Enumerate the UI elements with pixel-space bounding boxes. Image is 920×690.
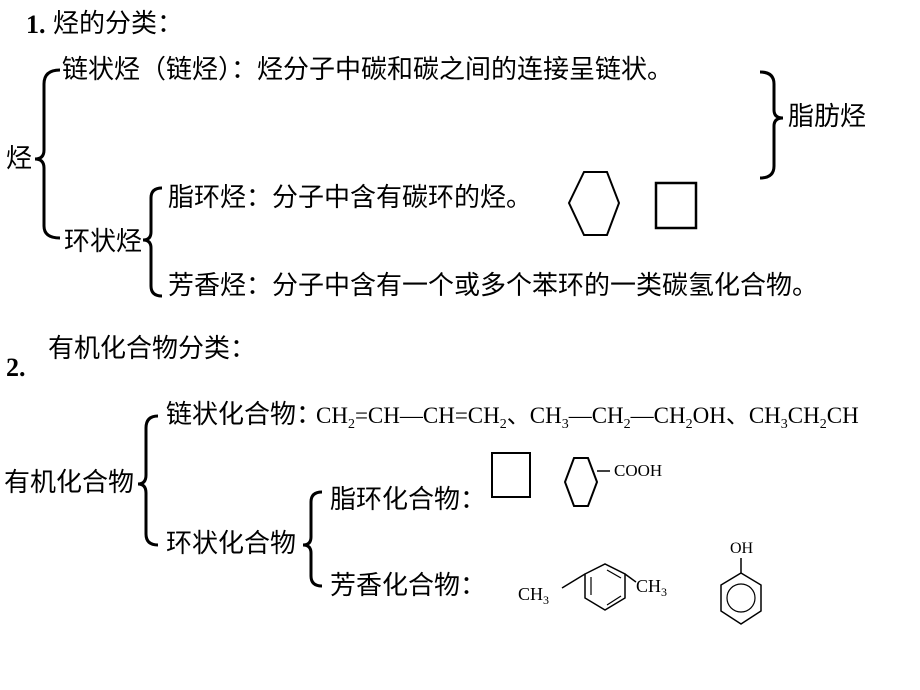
methyl-left-label: CH3 [518, 584, 549, 607]
aromatic-hydrocarbon-text: 芳香烃：分子中含有一个或多个苯环的一类碳氢化合物。 [168, 271, 819, 301]
chain-compound-label: 链状化合物： [166, 400, 323, 430]
hydrocarbon-root-label: 烃 [6, 144, 33, 174]
section2-number: 2. [6, 353, 26, 382]
cyclohexane-carboxylic-ring [563, 457, 599, 507]
carboxyl-group-label: COOH [614, 461, 663, 480]
chain-hydrocarbon-text: 链状烃（链烃）：烃分子中碳和碳之间的连接呈链状。 [62, 55, 674, 85]
cyclohexane-structure [567, 171, 621, 236]
section1-title: 烃的分类： [53, 9, 184, 39]
cyclobutane-compound-structure [491, 452, 531, 498]
cyclobutane-structure [654, 181, 698, 230]
section2-title: 有机化合物分类： [48, 334, 257, 364]
aromatic-compound-label: 芳香化合物： [330, 571, 487, 601]
aliphatic-hydrocarbon-label: 脂肪烃 [788, 102, 867, 132]
organic-compound-root-label: 有机化合物 [4, 468, 135, 498]
section1-number: 1. [26, 10, 46, 39]
chain-compound-formulas: CH2=CH—CH=CH2、CH3—CH2—CH2OH、CH3CH2CH [316, 403, 859, 432]
cyclic-compound-brace [302, 490, 323, 588]
organic-compound-brace [137, 414, 159, 547]
hydrocarbon-brace [34, 68, 61, 240]
cyclic-hydrocarbon-brace [142, 186, 163, 298]
alicyclic-hydrocarbon-text: 脂环烃：分子中含有碳环的烃。 [168, 183, 533, 213]
phenol-structure: OH [720, 540, 762, 625]
methyl-right-label: CH3 [636, 576, 667, 599]
cyclic-hydrocarbon-label: 环状烃 [64, 227, 143, 257]
xylene-structure: CH3 CH3 [518, 563, 667, 611]
alicyclic-compound-label: 脂环化合物： [330, 485, 487, 515]
cyclic-compound-label: 环状化合物 [166, 529, 297, 559]
aliphatic-brace [759, 70, 784, 180]
hydroxyl-label: OH [730, 540, 754, 557]
